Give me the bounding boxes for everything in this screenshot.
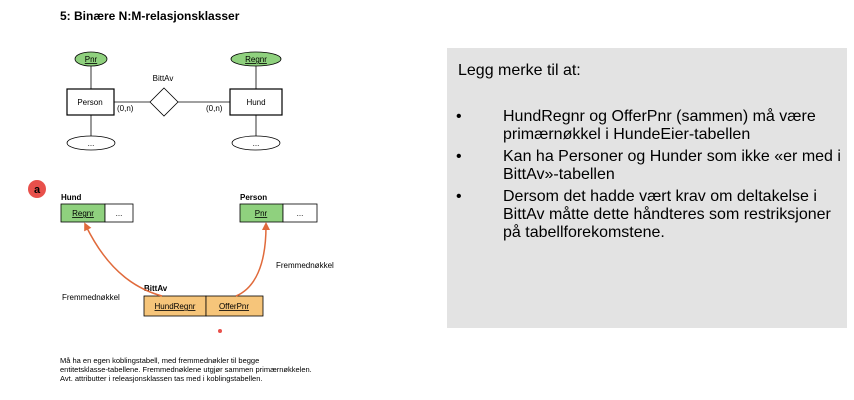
page-title: 5: Binære N:M-relasjonsklasser xyxy=(60,9,240,23)
entity-person-label: Person xyxy=(77,98,102,107)
table-person-more: ... xyxy=(297,209,304,218)
attribute-more-left xyxy=(66,135,116,151)
notes-item: •Kan ha Personer og Hunder som ikke «er … xyxy=(456,148,841,183)
attribute-regnr-label: Regnr xyxy=(245,55,267,64)
table-hund-more-cell xyxy=(104,203,134,223)
attribute-pnr-label: Pnr xyxy=(85,55,98,64)
step-marker-label: a xyxy=(34,184,41,196)
er-diagram: Pnr Regnr Person Hund BittAv (0,n) (0,n)… xyxy=(66,51,283,151)
notes-list: •HundRegnr og OfferPnr (sammen) må være … xyxy=(450,108,850,246)
table-hund: Hund Regnr ... xyxy=(60,193,134,223)
table-bittav-col1: HundRegnr xyxy=(155,302,196,311)
right-cardinality: (0,n) xyxy=(206,104,223,113)
table-bittav: BittAv HundRegnr OfferPnr xyxy=(143,284,264,317)
bullet-icon: • xyxy=(456,188,462,205)
notes-item: •HundRegnr og OfferPnr (sammen) må være … xyxy=(456,108,816,143)
left-cardinality: (0,n) xyxy=(117,104,134,113)
footer-note: Må ha en egen koblingstabell, med fremme… xyxy=(60,356,420,383)
notes-panel xyxy=(447,48,847,328)
table-bittav-col2: OfferPnr xyxy=(219,302,249,311)
bullet-icon: • xyxy=(456,108,462,125)
attribute-more-right-label: ... xyxy=(253,139,260,148)
relationship-bittav-label: BittAv xyxy=(153,74,174,83)
table-person: Person Pnr ... xyxy=(239,193,318,223)
attribute-regnr xyxy=(230,51,282,67)
table-hund-more: ... xyxy=(116,209,123,218)
table-person-key: Pnr xyxy=(255,209,268,218)
footer-line: Må ha en egen koblingstabell, med fremme… xyxy=(60,356,260,365)
notes-heading: Legg merke til at: xyxy=(458,62,581,79)
footer-line: entitetsklasse-tabellene. Fremmednøklene… xyxy=(60,365,312,374)
entity-hund-label: Hund xyxy=(246,98,265,107)
entity-hund xyxy=(229,88,283,116)
fk-label-left: Fremmednøkkel xyxy=(62,293,120,302)
entity-person xyxy=(66,88,115,116)
laser-pointer-dot xyxy=(218,329,222,333)
step-marker xyxy=(28,180,46,198)
fk-arrow-hund xyxy=(84,222,163,297)
notes-item: •Dersom det hadde vært krav om deltakels… xyxy=(456,188,831,241)
table-person-more-cell xyxy=(282,203,318,223)
attribute-more-left-label: ... xyxy=(88,139,95,148)
table-hund-name: Hund xyxy=(61,193,82,202)
table-bittav-col2-cell xyxy=(205,295,264,317)
table-bittav-name: BittAv xyxy=(144,284,168,293)
table-hund-key: Regnr xyxy=(72,209,94,218)
footer-line: Avt. attributter i releasjonsklassen tas… xyxy=(60,374,263,383)
bullet-icon: • xyxy=(456,148,462,165)
attribute-pnr xyxy=(74,51,108,67)
relationship-bittav xyxy=(149,87,179,117)
fk-arrow-person xyxy=(235,222,270,297)
attribute-more-right xyxy=(231,135,281,151)
table-person-name: Person xyxy=(240,193,267,202)
fk-label-right: Fremmednøkkel xyxy=(276,261,334,270)
